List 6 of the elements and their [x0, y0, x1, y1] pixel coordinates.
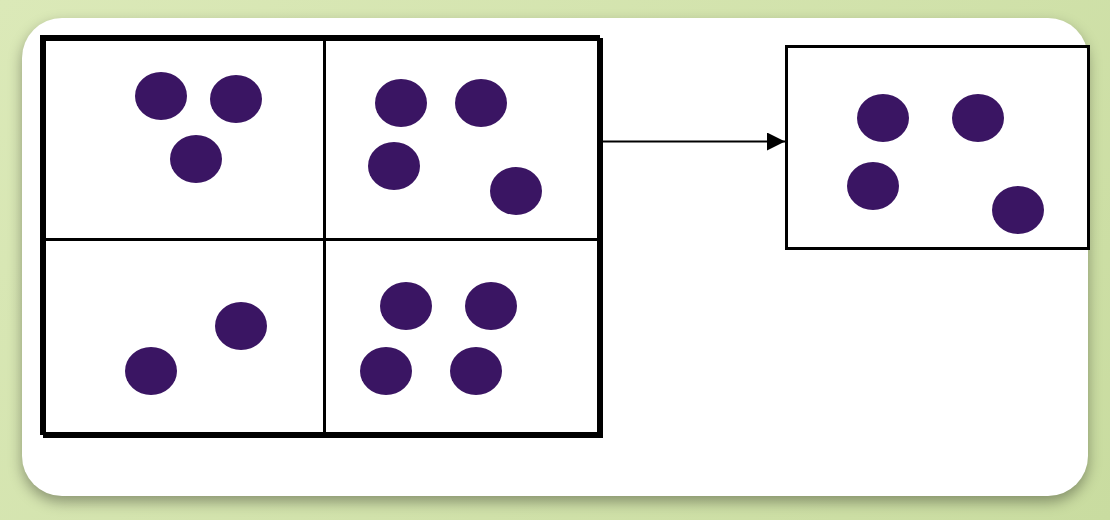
grid-cell — [323, 238, 603, 438]
grid-cell — [323, 38, 603, 241]
grid-cell — [43, 38, 326, 241]
grid-frame — [40, 35, 600, 435]
grid-cell — [43, 238, 326, 438]
dots-box — [785, 45, 1090, 250]
